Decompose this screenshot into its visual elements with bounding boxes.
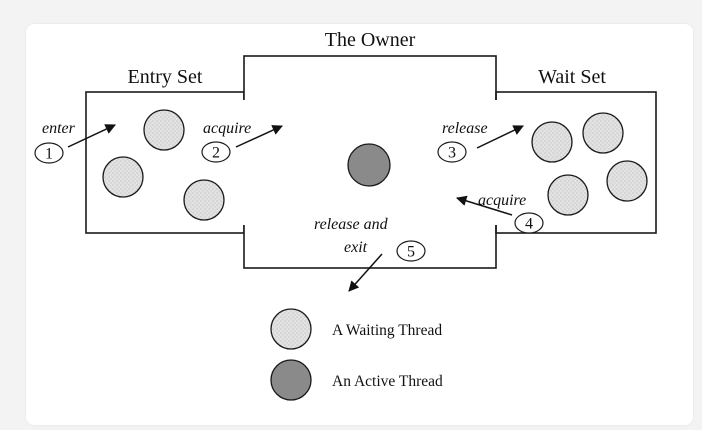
step-3-number: 3: [448, 145, 456, 162]
step-3-badge: [437, 141, 467, 163]
step-1-badge: [34, 142, 64, 164]
step-4-number: 4: [525, 216, 533, 233]
step-2-badge: [201, 141, 231, 163]
waiting-thread: [606, 160, 648, 202]
step-4-badge: [514, 212, 544, 234]
legend-waiting-icon: [270, 308, 312, 350]
step-5-badge: [396, 240, 426, 262]
waiting-thread: [102, 156, 144, 198]
step-5-number: 5: [407, 244, 415, 261]
acquire-arrow-2: [235, 125, 283, 148]
waiting-thread: [143, 109, 185, 151]
acquire-label-2: acquire: [203, 120, 251, 137]
legend-active-label: An Active Thread: [332, 373, 443, 390]
legend-waiting-label: A Waiting Thread: [332, 322, 442, 339]
release-label: release: [442, 120, 488, 137]
release-exit-label-line1: release and: [314, 216, 389, 233]
release-exit-arrow: [348, 253, 383, 292]
release-arrow: [476, 125, 524, 149]
step-1-number: 1: [45, 146, 53, 163]
entry-set-title: Entry Set: [128, 66, 203, 88]
owner-title: The Owner: [325, 29, 416, 51]
waiting-thread: [547, 174, 589, 216]
waiting-thread: [531, 121, 573, 163]
wait-set-title: Wait Set: [538, 66, 606, 88]
enter-label: enter: [42, 120, 76, 137]
waiting-thread: [582, 112, 624, 154]
acquire-label-4: acquire: [478, 192, 526, 209]
legend-active-icon: [270, 359, 312, 401]
enter-arrow: [67, 124, 116, 148]
active-thread: [347, 143, 391, 187]
release-exit-label-line2: exit: [344, 239, 368, 256]
waiting-thread: [183, 179, 225, 221]
acquire-arrow-4: [455, 195, 513, 216]
step-2-number: 2: [212, 145, 220, 162]
